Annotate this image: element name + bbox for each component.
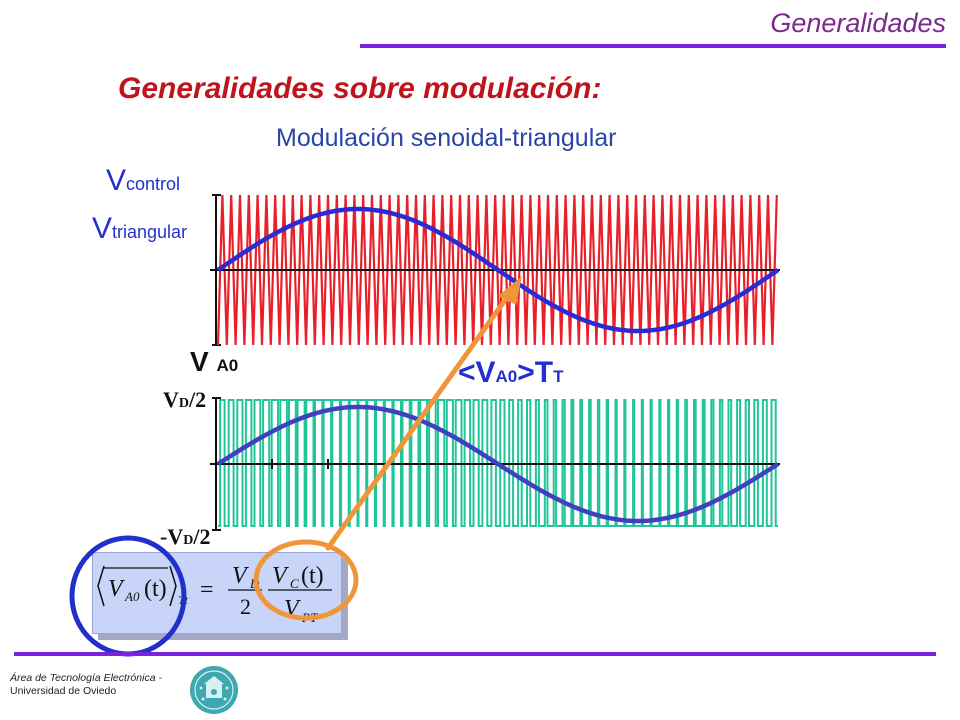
formula-rhs-num-left: V	[232, 563, 249, 589]
average-arrow-head	[498, 276, 522, 305]
label-average-va0: <VA0>TT	[458, 356, 564, 390]
university-seal-icon	[190, 666, 238, 714]
formula-lhs-arg: (t)	[144, 576, 167, 602]
control-signal	[216, 206, 780, 334]
average-output-signal	[216, 404, 780, 524]
label-va0-sub: A0	[216, 356, 239, 375]
formula-right-angle	[169, 565, 177, 607]
formula-box	[92, 552, 342, 634]
label-va0-main: V	[190, 346, 209, 377]
footer-rule	[14, 652, 936, 656]
formula-equals: =	[200, 577, 214, 603]
label-vd-neg-sub: D	[183, 533, 194, 548]
label-v-control-main: V	[106, 164, 127, 197]
label-v-triangular-sub: triangular	[112, 222, 188, 242]
footer-line-2: Universidad de Oviedo	[10, 685, 117, 697]
header-title: Generalidades	[770, 8, 946, 38]
label-v-control-sub: control	[126, 174, 181, 194]
average-arrow	[325, 293, 511, 551]
formula-rhs-num-right: V	[272, 563, 289, 589]
label-vd-negative: -VD/2	[160, 524, 210, 550]
highlight-circle-vc	[253, 539, 359, 621]
pwm-output	[218, 399, 778, 527]
footer-credit: Área de Tecnología Electrónica - Univers…	[10, 672, 162, 698]
label-avg-close: >T	[517, 356, 554, 389]
label-vd-pos-tail: /2	[189, 387, 207, 412]
formula-rhs-den-left: 2	[240, 594, 251, 619]
label-vd-neg-main: -V	[160, 524, 184, 549]
main-title: Generalidades sobre modulación:	[118, 72, 602, 105]
label-vd-positive: VD/2	[163, 387, 206, 413]
formula-lhs-v: V	[108, 576, 125, 602]
header-rule	[360, 44, 946, 48]
formula-left-angle	[97, 565, 105, 607]
label-v-triangular-main: V	[92, 212, 113, 245]
formula-lhs-sub: A0	[124, 589, 140, 604]
label-vd-neg-tail: /2	[193, 524, 211, 549]
label-va0: V A0	[190, 346, 238, 378]
label-v-triangular: Vtriangular	[92, 212, 187, 246]
label-avg-sub: A0	[495, 367, 518, 386]
label-vd-pos-main: V	[163, 387, 179, 412]
label-v-control: Vcontrol	[106, 164, 180, 198]
label-avg-period-sub: T	[553, 367, 564, 386]
label-vd-pos-sub: D	[178, 396, 190, 411]
formula-rhs-num-right-arg: (t)	[301, 563, 324, 589]
formula-rhs-num-right-sub: C	[290, 576, 299, 591]
footer-line-1: Área de Tecnología Electrónica -	[10, 672, 162, 684]
subtitle: Modulación senoidal-triangular	[276, 124, 617, 152]
